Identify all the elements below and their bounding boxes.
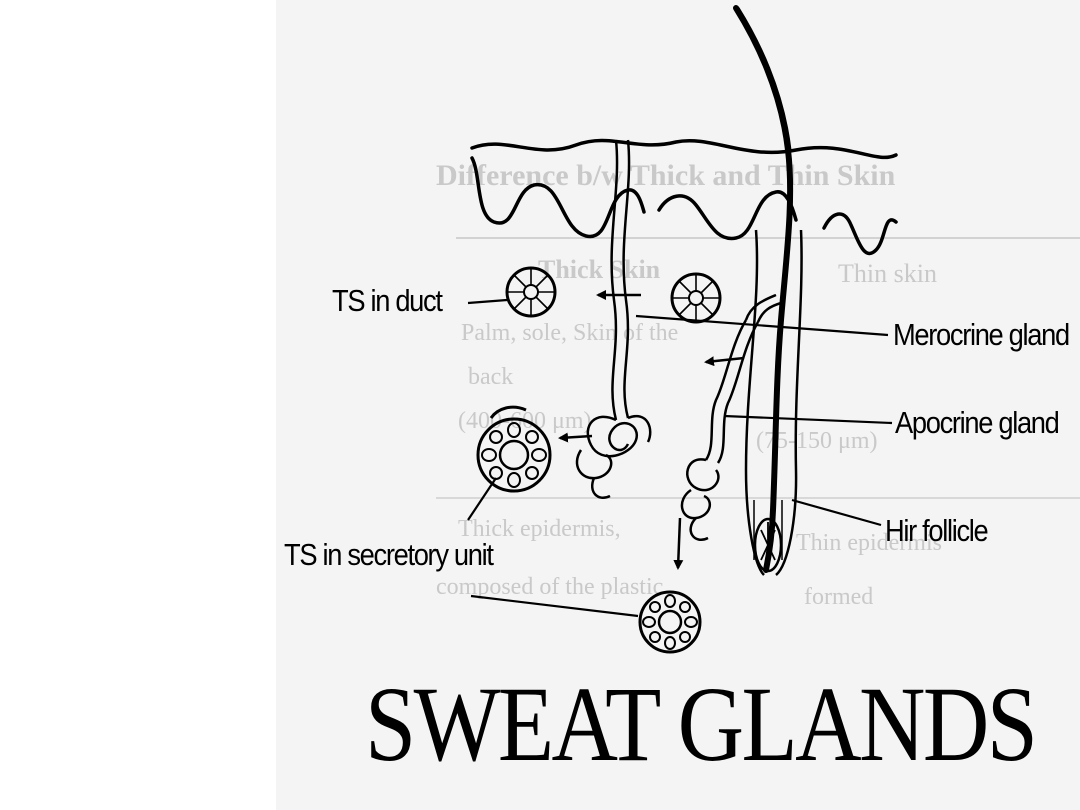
bg-row4-thin: formed	[804, 584, 873, 610]
sweat-gland-diagram: Difference b/w Thick and Thin Skin Thick…	[436, 5, 1080, 654]
bg-row3-cont: composed of the plastic	[436, 574, 663, 600]
background-page-text: Difference b/w Thick and Thin Skin Thick…	[436, 159, 1080, 610]
skin-surface	[470, 138, 898, 256]
section-arrows	[558, 290, 745, 570]
label-ts-in-secretory-unit: TS in secretory unit	[284, 537, 494, 572]
bg-row1-cont: back	[468, 364, 513, 390]
diagram-panel: Difference b/w Thick and Thin Skin Thick…	[276, 0, 1080, 810]
bg-row3-thick: Thick epidermis,	[458, 516, 621, 542]
label-hair-follicle: Hir follicle	[885, 513, 989, 548]
ts-duct-cross-section-center	[670, 272, 722, 324]
leader-lines	[467, 298, 893, 618]
bg-heading: Difference b/w Thick and Thin Skin	[436, 159, 896, 192]
apocrine-gland-duct	[680, 293, 782, 541]
label-apocrine-gland: Apocrine gland	[895, 405, 1060, 440]
ts-duct-cross-section	[505, 266, 557, 318]
bg-row3-thin: Thin epidermis	[796, 530, 942, 556]
merocrine-gland-duct	[575, 139, 652, 499]
bg-col-thick: Thick Skin	[538, 255, 661, 284]
bg-col-thin: Thin skin	[838, 259, 937, 288]
label-merocrine-gland: Merocrine gland	[893, 317, 1070, 352]
bg-row1-thick: Palm, sole, Skin of the	[461, 320, 678, 346]
ts-secretory-cross-section-bottom	[638, 590, 702, 654]
hair-follicle	[733, 5, 803, 576]
ts-secretory-cross-section	[476, 405, 552, 493]
diagram-title: SWEAT GLANDS	[365, 666, 1038, 784]
label-ts-in-duct: TS in duct	[332, 283, 443, 318]
